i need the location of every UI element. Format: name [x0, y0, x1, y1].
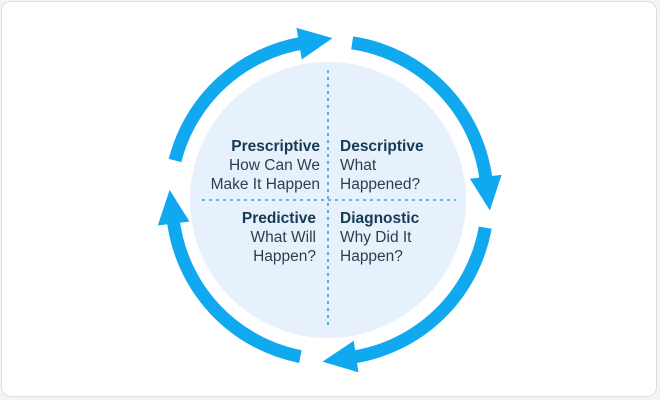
quadrant-predictive: Predictive What Will Happen? [166, 209, 316, 266]
quadrant-title-prescriptive: Prescriptive [231, 138, 320, 155]
cycle-arrow-top-right [351, 36, 502, 211]
quadrant-diagnostic: Diagnostic Why Did It Happen? [340, 209, 490, 266]
cycle-arrow-bottom-right [322, 226, 492, 373]
quadrant-prescriptive: Prescriptive How Can We Make It Happen [170, 137, 320, 194]
quadrant-subtitle-prescriptive: How Can We Make It Happen [210, 157, 320, 193]
quadrant-subtitle-predictive: What Will Happen? [250, 229, 316, 265]
quadrant-title-diagnostic: Diagnostic [340, 210, 420, 227]
cycle-arrow-top-left [168, 27, 333, 163]
cycle-arrow-bottom-left [157, 189, 302, 363]
quadrant-title-predictive: Predictive [241, 210, 316, 227]
quadrant-title-descriptive: Descriptive [340, 138, 424, 155]
quadrant-subtitle-diagnostic: Why Did It Happen? [340, 229, 412, 265]
quadrant-descriptive: Descriptive What Happened? [340, 137, 490, 194]
quadrant-subtitle-descriptive: What Happened? [340, 157, 421, 193]
